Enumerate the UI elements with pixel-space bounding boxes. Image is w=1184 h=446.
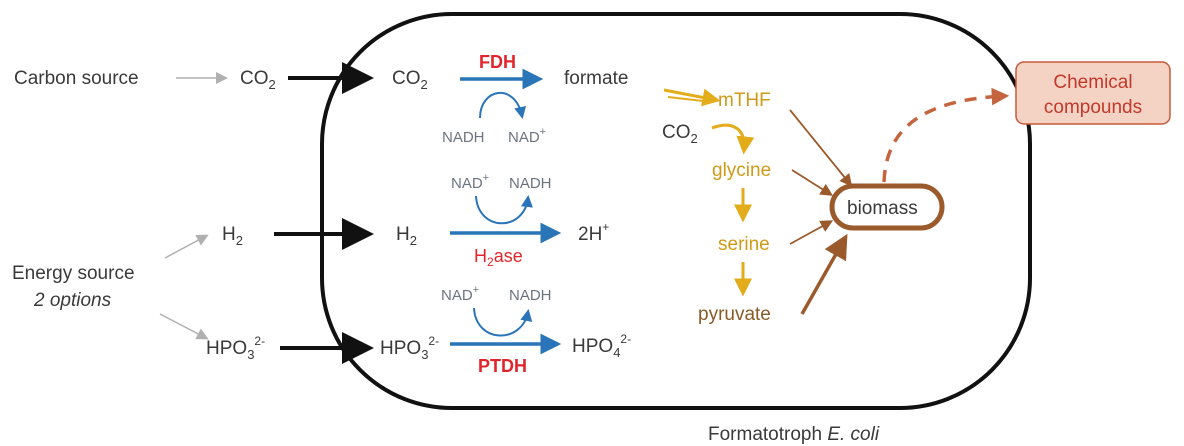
chemical-compounds-box [1015, 61, 1171, 125]
energy-source-label: Energy source [12, 263, 135, 284]
pyruvate-label: pyruvate [698, 304, 771, 325]
serine-label: serine [718, 234, 770, 255]
fdh-nad-label: NAD+ [508, 126, 546, 146]
formate-to-mthf-arrow [663, 88, 721, 107]
co2-outside: CO2 [240, 68, 276, 92]
hpo3-outside: HPO32- [206, 334, 265, 362]
fdh-nadh-label: NADH [442, 129, 485, 146]
energy-options-label: 2 options [33, 290, 112, 311]
cell-membrane [320, 12, 1032, 410]
glycine-label: glycine [712, 160, 771, 181]
biomass-label: biomass [847, 198, 918, 219]
ptdh-cofactor-curve [473, 307, 533, 337]
h2-outside: H2 [222, 224, 243, 248]
mthf-to-biomass-arrow [789, 109, 853, 187]
pyruvate-to-biomass-arrow [800, 233, 848, 315]
glycine-to-biomass-arrow [791, 169, 834, 196]
serine-to-biomass-arrow [789, 220, 834, 245]
h2ase-nadh-label: NADH [509, 175, 552, 192]
co2-to-glycine-curve [711, 123, 755, 155]
carbon-source-label: Carbon source [14, 68, 139, 89]
co2-pathway-label: CO2 [662, 122, 698, 146]
formate-label: formate [564, 68, 628, 89]
biomass-node [829, 183, 945, 231]
co2-inside: CO2 [392, 68, 428, 92]
h2ase-cofactor-curve [475, 195, 533, 225]
fdh-enzyme-label: FDH [479, 52, 516, 72]
mthf-label: mTHF [718, 90, 771, 111]
energy-to-h2-arrow [164, 234, 209, 259]
two-h-plus-label: 2H+ [578, 220, 609, 245]
chemical-compounds-line2: compounds [1044, 97, 1142, 118]
ptdh-nadh-label: NADH [509, 287, 552, 304]
hpo4-label: HPO42- [572, 332, 631, 360]
fdh-cofactor-curve [479, 91, 527, 119]
h2-inside: H2 [396, 224, 417, 248]
diagram-caption: Formatotroph E. coli [708, 424, 880, 445]
hpo3-inside: HPO32- [380, 334, 439, 362]
formate-to-mthf-arrow-2 [667, 96, 713, 103]
ptdh-enzyme-label: PTDH [478, 356, 527, 376]
h2ase-enzyme-label: H2ase [474, 246, 523, 269]
biomass-to-chemicals-dashed [882, 87, 1010, 183]
h2ase-nad-label: NAD+ [451, 172, 489, 192]
chemical-compounds-line1: Chemical [1053, 72, 1132, 93]
energy-to-hpo3-arrow [159, 313, 209, 340]
ptdh-nad-label: NAD+ [441, 284, 479, 304]
